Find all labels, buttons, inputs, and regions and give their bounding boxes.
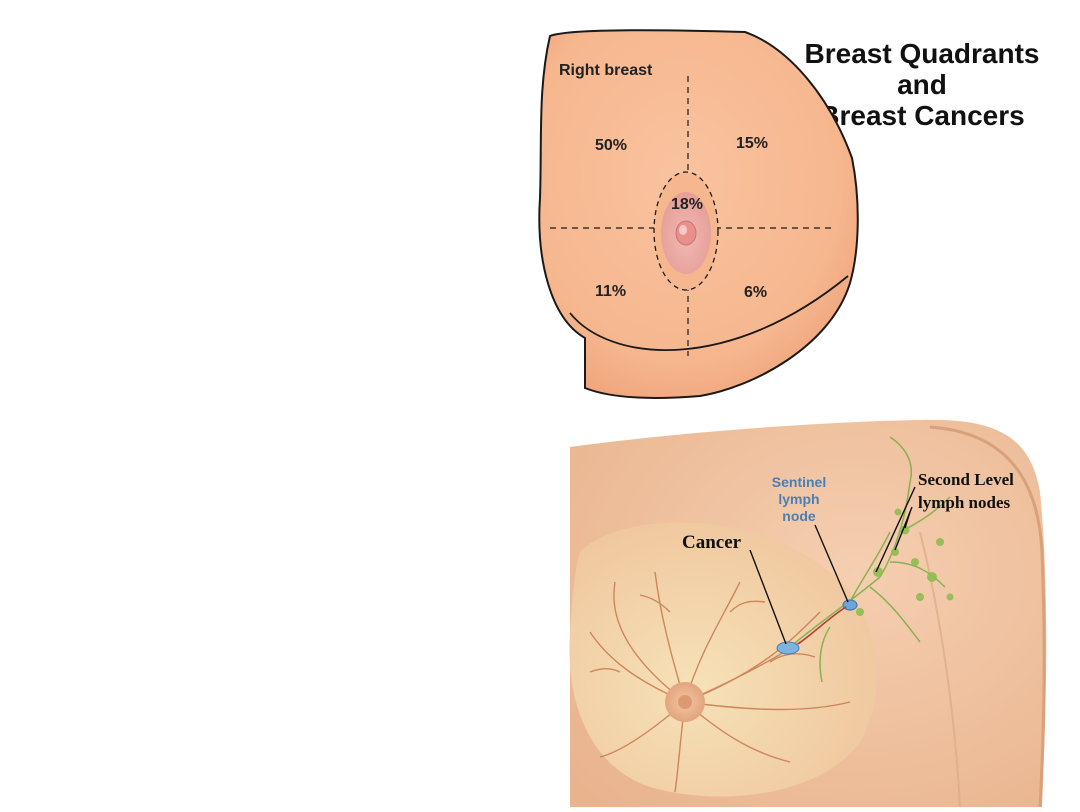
breast-shape [569,522,877,797]
upper-inner-value: 15% [736,135,768,152]
slide-title: Breast Quadrants and Breast Cancers [780,38,1064,131]
cancer-label: Cancer [682,532,742,553]
sentinel-label-line-3: node [782,508,816,524]
central-value: 18% [671,196,703,213]
arm-outline [929,425,1046,808]
cancer-pointer [749,549,787,645]
second-level-label-line-2: lymph nodes [918,493,1010,512]
side-label: Right breast [559,62,653,79]
lymphatic-vessels [789,436,951,683]
breast-quadrant-diagram: Right breast 50% 15% 18% 11% 6% [530,28,860,408]
cancer-mass [776,641,800,655]
lymph-illustration: Cancer Sentinel lymph node Second Level … [569,419,1047,808]
upper-outer-value: 50% [595,137,627,154]
lower-inner-value: 6% [744,284,767,301]
lower-outer-value: 11% [595,283,626,300]
quadrant-illustration: Right breast 50% 15% 18% 11% 6% [538,29,859,399]
second-level-pointer-1 [875,486,916,573]
lymph-node-cluster [856,508,954,616]
sentinel-label-line-2: lymph [778,491,819,507]
sentinel-pointer [814,524,849,603]
title-line-1: Breast Quadrants [804,38,1040,69]
sentinel-label-line-1: Sentinel [772,474,826,490]
second-level-label-line-1: Second Level [918,470,1014,489]
title-line-2: and [897,69,947,100]
second-level-pointer-3 [904,511,911,529]
title-line-3: Breast Cancers [819,100,1025,131]
lymph-node-diagram: Cancer Sentinel lymph node Second Level … [560,412,1060,812]
sentinel-node [842,599,858,611]
breast-fold-line [569,275,849,351]
